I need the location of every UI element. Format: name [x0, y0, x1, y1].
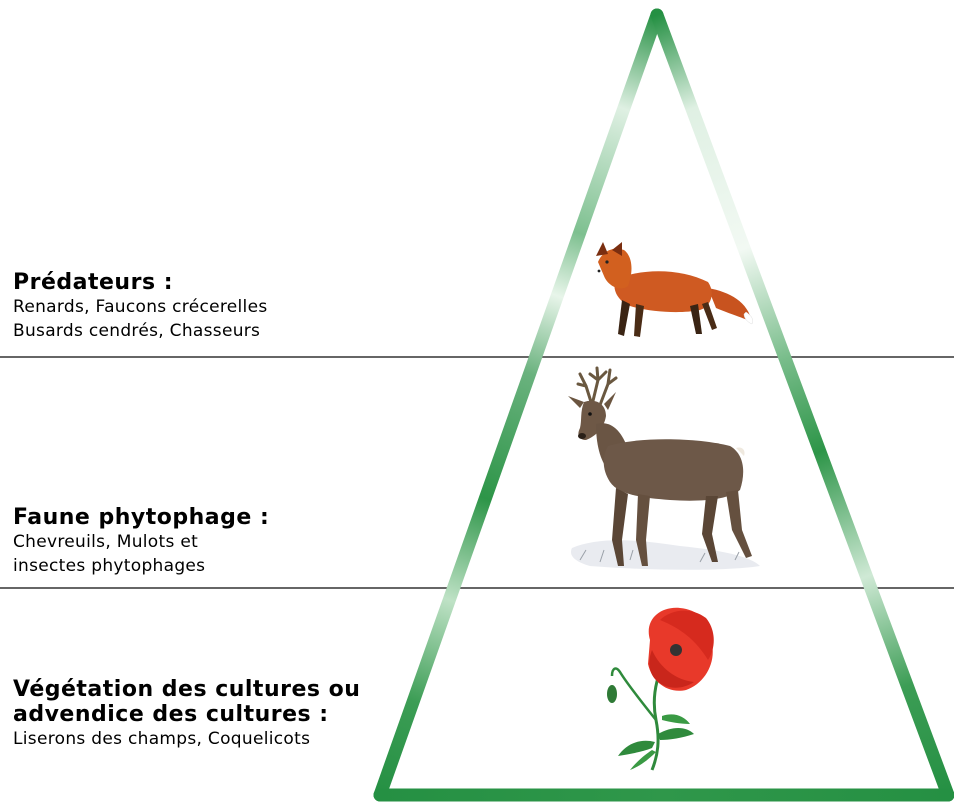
- level-title: Faune phytophage :: [13, 505, 269, 530]
- fox-illustration: [596, 242, 753, 337]
- level-herbivores: Faune phytophage : Chevreuils, Mulots et…: [13, 505, 269, 578]
- level-items-line: Busards cendrés, Chasseurs: [13, 319, 268, 343]
- level-items-line: Renards, Faucons crécerelles: [13, 295, 268, 319]
- level-predators: Prédateurs : Renards, Faucons crécerelle…: [13, 270, 268, 343]
- level-title: Végétation des cultures ou: [13, 677, 360, 702]
- level-items-line: Liserons des champs, Coquelicots: [13, 727, 360, 751]
- roe-deer-illustration: [568, 368, 760, 570]
- level-vegetation: Végétation des cultures ou advendice des…: [13, 677, 360, 751]
- level-title: advendice des cultures :: [13, 702, 360, 727]
- poppy-illustration: [607, 608, 714, 770]
- level-items-line: insectes phytophages: [13, 554, 269, 578]
- level-title: Prédateurs :: [13, 270, 268, 295]
- level-items-line: Chevreuils, Mulots et: [13, 530, 269, 554]
